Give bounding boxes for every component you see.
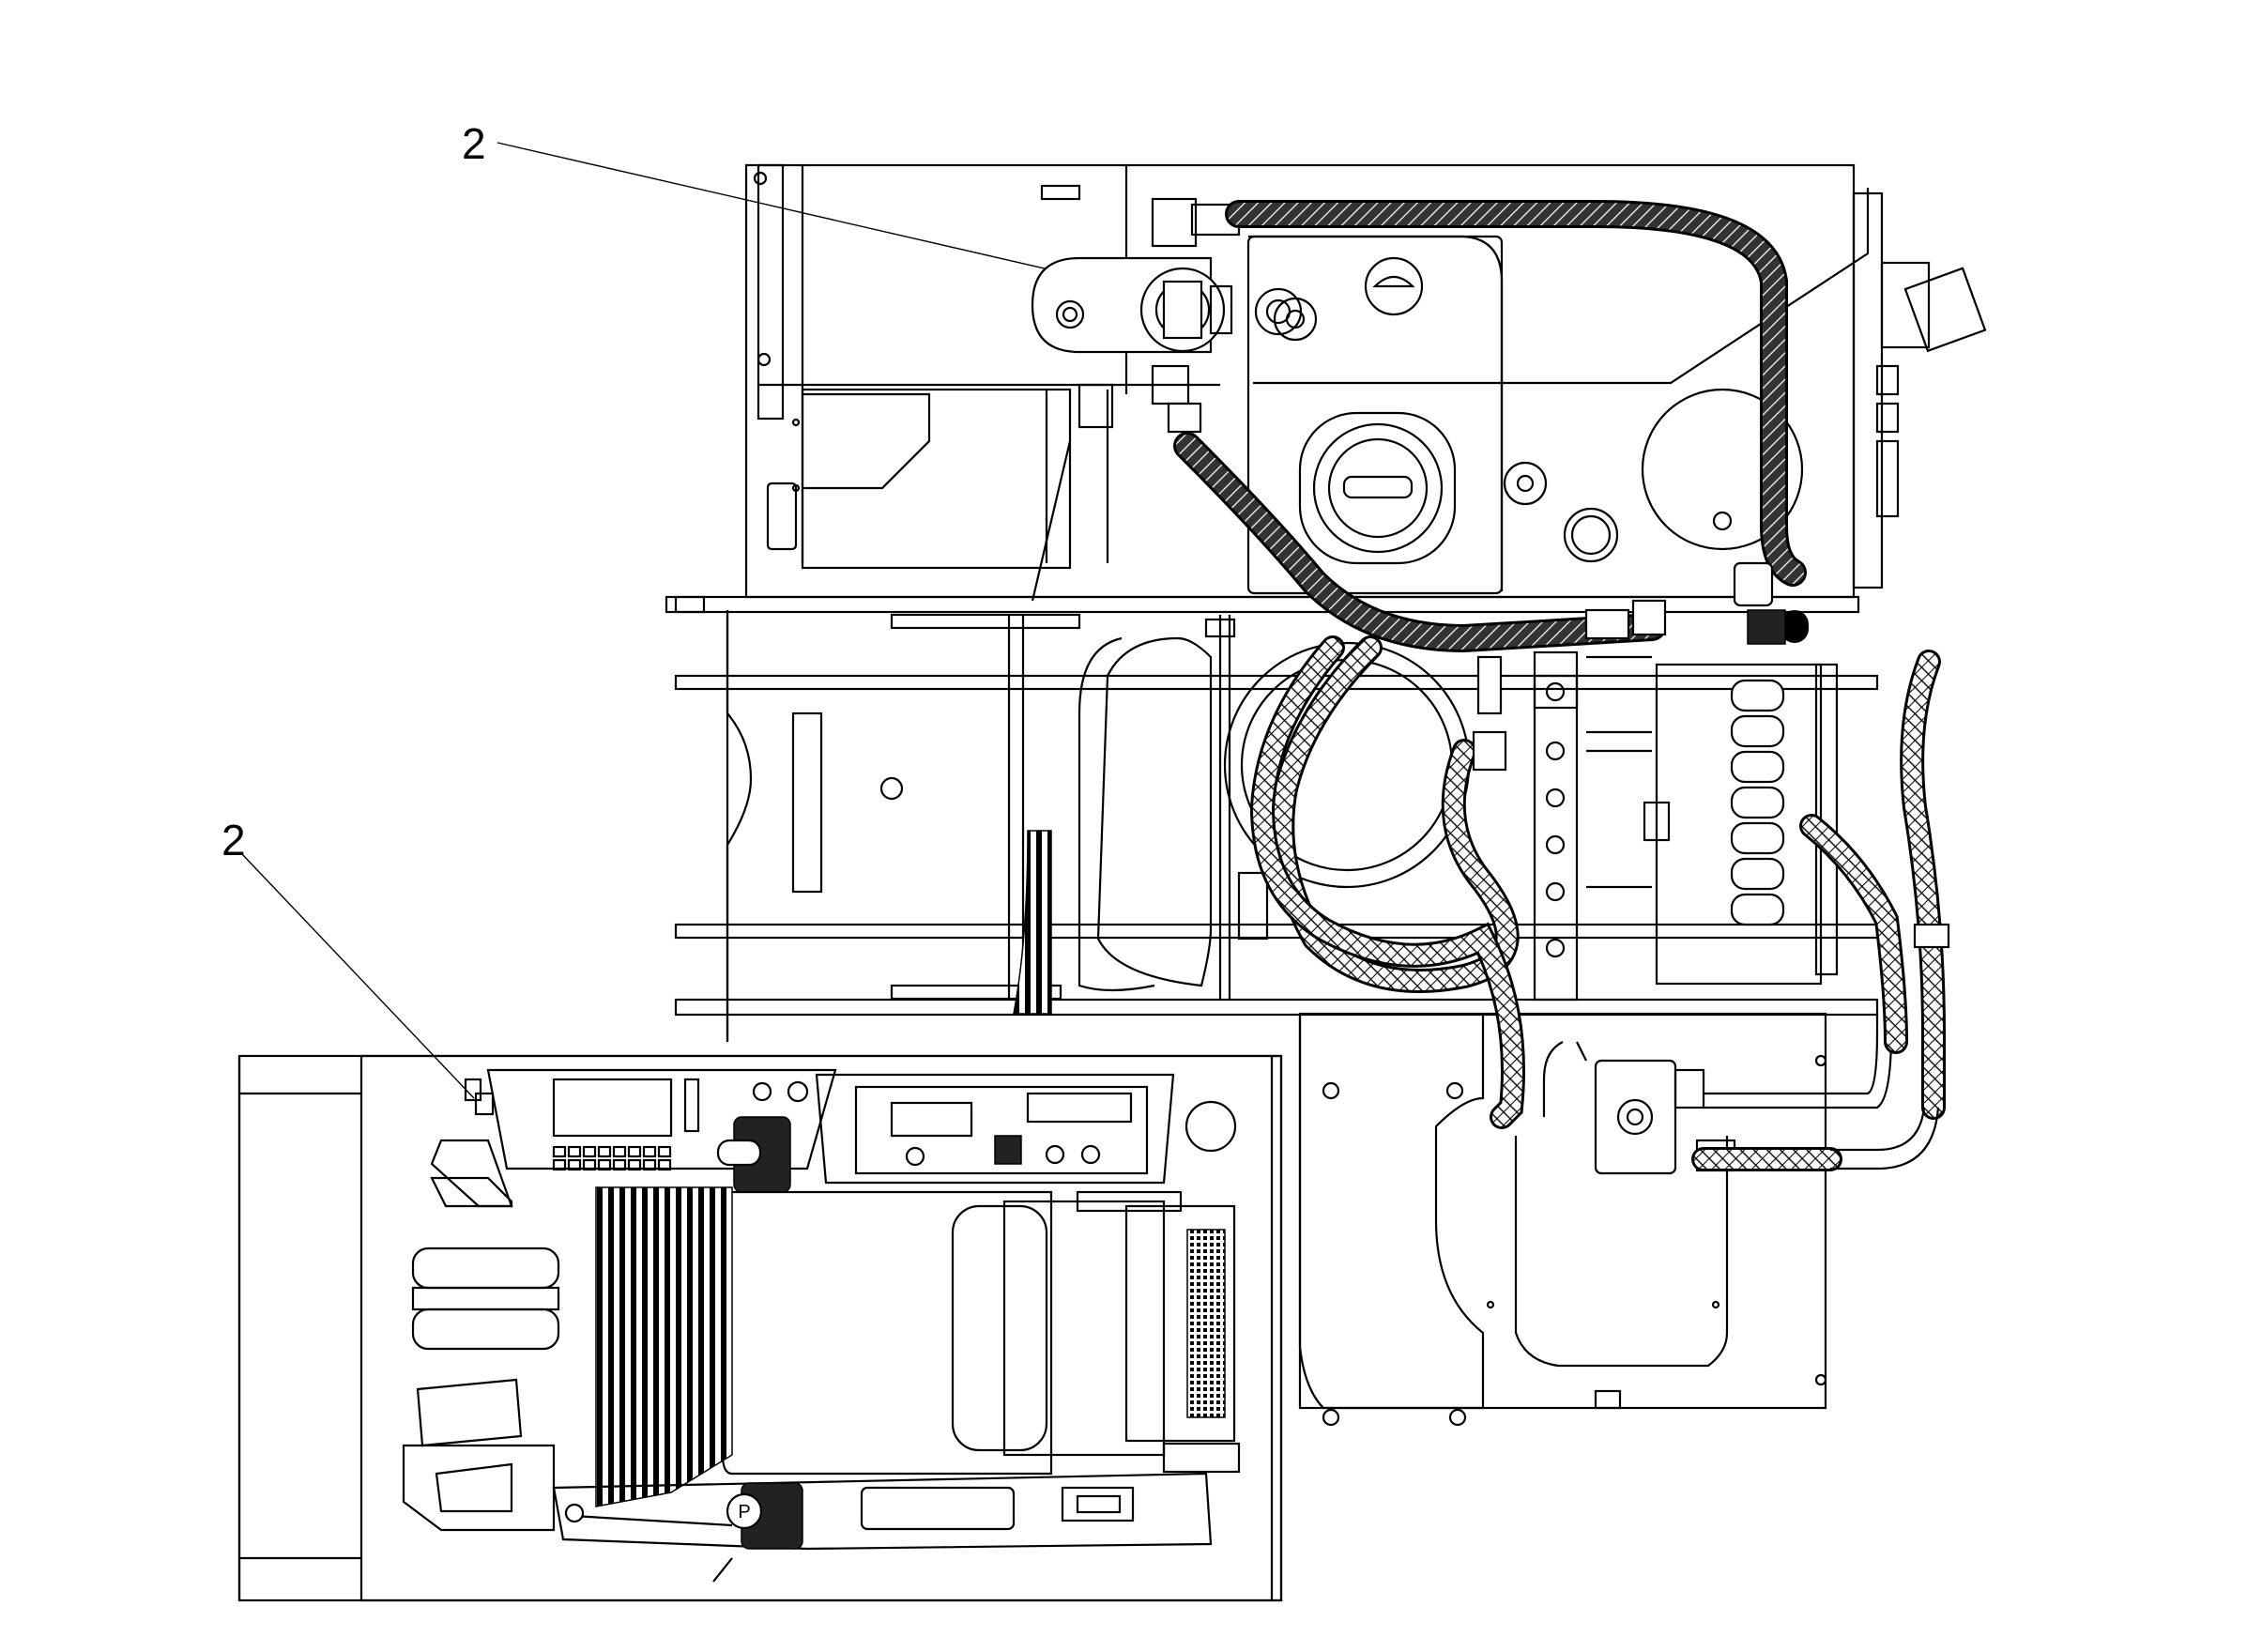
- mid-frame-section: [665, 595, 1879, 1042]
- leader-line-2: [241, 853, 475, 1099]
- leader-line-1: [497, 142, 1094, 281]
- callout-label-left: 2: [222, 816, 246, 864]
- callout-label-top: 2: [462, 119, 486, 168]
- hydraulic-hoses: [1167, 200, 1950, 1171]
- keypad-buttons: [552, 1145, 672, 1171]
- flange-valve-part: [1031, 197, 1303, 405]
- valve-cylinders: [1730, 679, 1785, 926]
- panel-indicator-label: P: [738, 1502, 750, 1522]
- lower-right-frame: [1298, 1012, 1893, 1427]
- upper-machine-block: [744, 163, 1987, 602]
- operator-cab: P: [237, 1054, 1283, 1602]
